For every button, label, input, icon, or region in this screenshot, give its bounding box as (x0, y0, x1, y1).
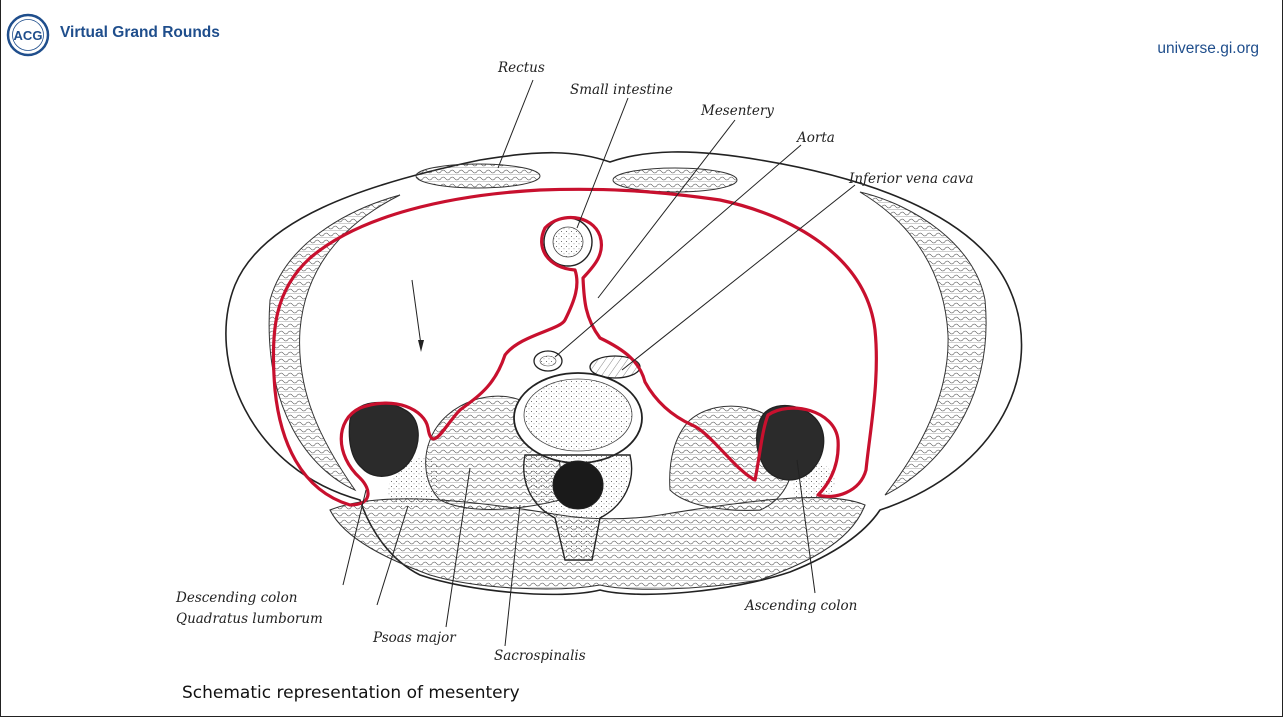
slide-caption: Schematic representation of mesentery (182, 683, 520, 703)
aorta-inner (540, 356, 556, 366)
small-intestine-lumen (553, 227, 583, 257)
spinal-cord (553, 461, 603, 509)
right-rectus (613, 168, 737, 192)
label-sacrospinalis: Sacrospinalis (494, 648, 586, 664)
label-mesentery: Mesentery (700, 103, 774, 119)
label-aorta: Aorta (795, 130, 835, 146)
label-small-intestine: Small intestine (570, 82, 673, 98)
label-rectus: Rectus (497, 60, 545, 76)
vertebral-body-cancellous (524, 379, 632, 451)
label-ascending-colon: Ascending colon (743, 598, 857, 614)
label-inferior-vena-cava: Inferior vena cava (848, 171, 974, 187)
label-descending-colon: Descending colon (175, 590, 297, 606)
label-quadratus-lumborum: Quadratus lumborum (176, 611, 323, 627)
left-rectus (416, 164, 540, 188)
label-psoas-major: Psoas major (372, 630, 457, 646)
